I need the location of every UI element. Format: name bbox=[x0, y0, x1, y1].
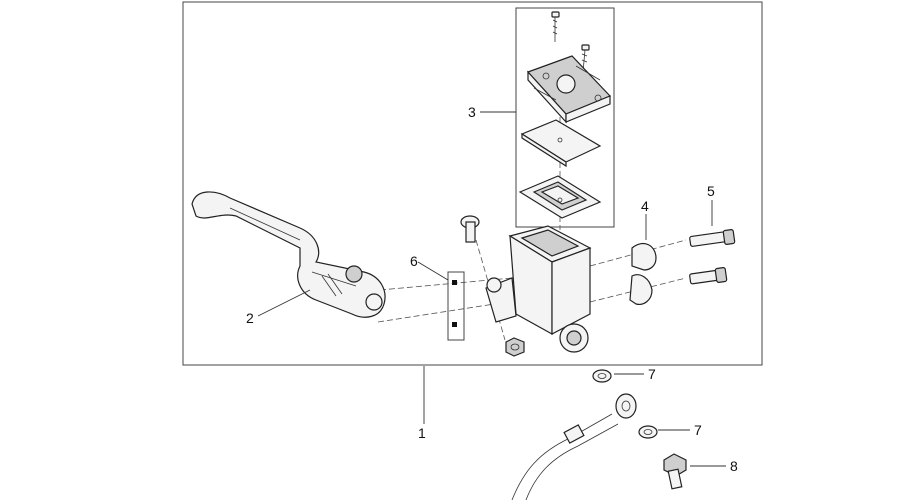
brake-hose bbox=[511, 393, 637, 500]
callout-4: 4 bbox=[641, 198, 649, 214]
hand-lever bbox=[191, 191, 386, 318]
assembly-frame bbox=[182, 1, 763, 366]
reservoir-diaphragm bbox=[518, 175, 602, 219]
clamp-bolt-upper bbox=[689, 229, 736, 247]
callout-6: 6 bbox=[410, 253, 418, 269]
reservoir-cap bbox=[526, 55, 612, 124]
pivot-nut bbox=[505, 337, 525, 357]
master-cylinder-body bbox=[485, 225, 592, 353]
leader-lines bbox=[257, 111, 726, 467]
cap-screw-left bbox=[551, 11, 560, 42]
sealing-washer-upper bbox=[592, 369, 612, 383]
reservoir-cap-frame bbox=[515, 7, 615, 228]
reservoir-cap-assembly bbox=[518, 11, 612, 219]
callout-2: 2 bbox=[246, 310, 254, 326]
callout-7-lower: 7 bbox=[694, 422, 702, 438]
clamp-bolt-lower bbox=[689, 267, 728, 285]
banjo-bolt bbox=[663, 453, 687, 490]
callout-3: 3 bbox=[468, 104, 476, 120]
pivot-bushing bbox=[460, 215, 480, 243]
handlebar-clamp bbox=[629, 243, 657, 305]
part-6-group-bracket bbox=[447, 271, 465, 341]
callout-8: 8 bbox=[730, 458, 738, 474]
callout-5: 5 bbox=[707, 183, 715, 199]
cap-screw-right bbox=[581, 44, 590, 73]
sealing-washer-lower bbox=[638, 425, 658, 439]
cap-gasket-plate bbox=[520, 119, 602, 168]
callout-1: 1 bbox=[418, 425, 426, 441]
callout-7-upper: 7 bbox=[648, 366, 656, 382]
